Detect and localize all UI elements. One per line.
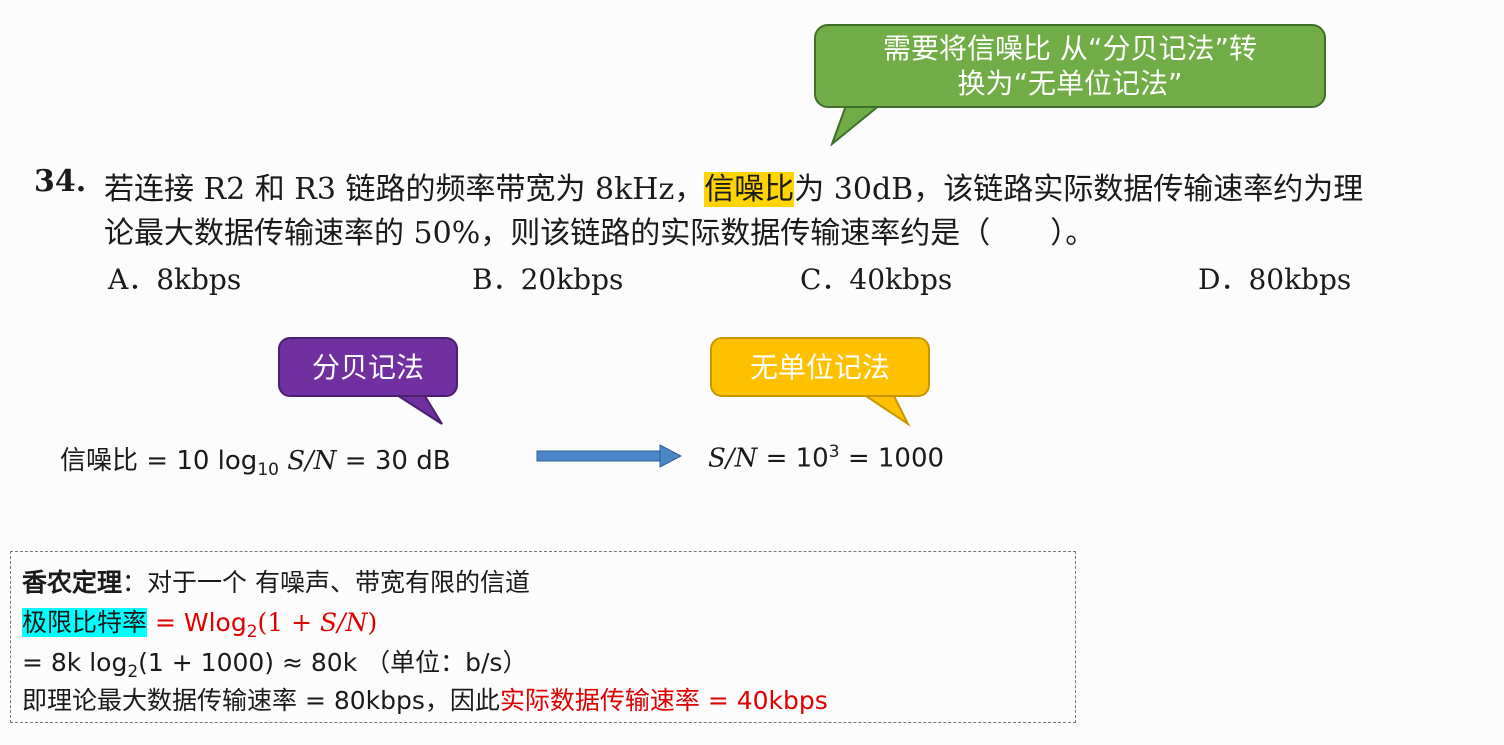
shannon-line-1: 香农定理：对于一个 有噪声、带宽有限的信道 — [22, 563, 530, 599]
callout-line: 需要将信噪比 从“分贝记法”转 — [883, 32, 1257, 65]
option-b: B．20kbps — [472, 263, 624, 296]
formula-unitless: S/N = 103 = 1000 — [708, 442, 944, 474]
callout-decibel: 分贝记法 — [278, 337, 458, 397]
signal-noise-ratio: S/N — [287, 446, 337, 476]
shannon-theorem-box — [10, 551, 1076, 723]
formula-text: = Wlog — [147, 608, 247, 637]
callout-convert-note: 需要将信噪比 从“分贝记法”转 换为“无单位记法” — [814, 24, 1326, 108]
formula-decibel: 信噪比 = 10 log10 S/N = 30 dB — [60, 440, 451, 480]
callout-line: 换为“无单位记法” — [957, 67, 1183, 100]
shannon-text: ：对于一个 有噪声、带宽有限的信道 — [122, 568, 530, 597]
shannon-line-3: = 8k log2(1 + 1000) ≈ 80k （单位：b/s） — [22, 643, 527, 682]
shannon-formula: = Wlog2(1 + S/N) — [147, 608, 378, 642]
shannon-text: 即理论最大数据传输速率 = 80kbps，因此 — [22, 686, 500, 715]
formula-text: (1 + — [257, 608, 321, 637]
formula-text: 信噪比 = 10 log — [60, 446, 258, 476]
shannon-title: 香农定理 — [22, 568, 123, 597]
right-arrow-icon — [536, 444, 682, 468]
signal-noise-ratio: S/N — [320, 608, 368, 637]
limit-bitrate-label: 极限比特率 — [22, 608, 148, 637]
shannon-line-4: 即理论最大数据传输速率 = 80kbps，因此实际数据传输速率 = 40kbps — [22, 681, 828, 717]
formula-text: = 8k log — [22, 648, 128, 677]
signal-noise-ratio: S/N — [708, 443, 758, 474]
log-base: 2 — [246, 622, 258, 642]
log-base: 2 — [127, 662, 139, 682]
formula-text: (1 + 1000) ≈ 80k （单位：b/s） — [138, 648, 528, 677]
question-text: 若连接 R2 和 R3 链路的频率带宽为 8kHz， — [104, 172, 705, 207]
question-text: 为 30dB，该链路实际数据传输速率约为理 — [794, 172, 1364, 207]
actual-rate-result: 实际数据传输速率 = 40kbps — [499, 686, 828, 715]
question-line-2: 论最大数据传输速率的 50%，则该链路的实际数据传输速率约是（ ）。 — [104, 216, 1096, 251]
highlighted-term: 信噪比 — [704, 172, 795, 207]
option-a: A．8kbps — [108, 263, 242, 296]
callout-unitless: 无单位记法 — [710, 337, 930, 397]
formula-text: = 1000 — [839, 443, 945, 474]
formula-text: = 10 — [757, 443, 829, 474]
exponent: 3 — [828, 442, 840, 462]
formula-text: ) — [367, 608, 378, 637]
shannon-line-2: 极限比特率 = Wlog2(1 + S/N) — [22, 603, 377, 642]
question-number: 34. — [34, 164, 87, 199]
log-base: 10 — [257, 460, 279, 481]
option-d: D．80kbps — [1198, 263, 1352, 296]
option-c: C．40kbps — [800, 263, 953, 296]
formula-text: = 30 dB — [336, 446, 451, 476]
question-line-1: 若连接 R2 和 R3 链路的频率带宽为 8kHz，信噪比为 30dB，该链路实… — [104, 164, 1363, 208]
